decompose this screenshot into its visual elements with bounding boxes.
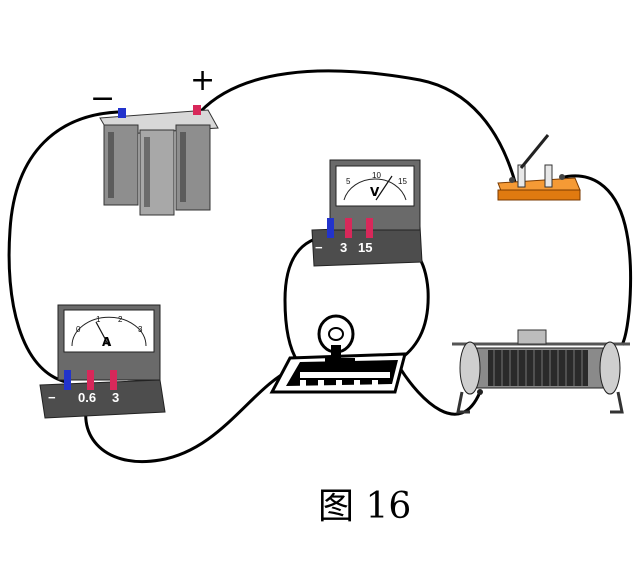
battery-minus-label: − xyxy=(90,81,115,116)
battery-plus-label: + xyxy=(190,63,215,98)
ammeter: 0 1 2 3 A − 0.6 3 xyxy=(39,304,166,419)
ammeter-terminal-minus: − xyxy=(48,390,56,405)
wire-switch-to-rheostat xyxy=(559,174,633,346)
voltmeter-tick-1: 10 xyxy=(372,171,381,180)
ammeter-tick-1: 1 xyxy=(96,315,101,324)
ammeter-terminal-3: 3 xyxy=(112,390,119,405)
ammeter-symbol: A xyxy=(102,335,112,349)
wire-rheostat-to-bulb xyxy=(398,367,482,416)
voltmeter-tick-0: 5 xyxy=(346,177,351,186)
ammeter-tick-0: 0 xyxy=(76,325,81,334)
voltmeter-symbol: V xyxy=(370,185,380,199)
wire-voltmeter-minus-to-bulb xyxy=(283,234,331,363)
ammeter-terminal-0-6: 0.6 xyxy=(78,390,96,405)
bulb-holder xyxy=(269,314,407,394)
battery: − + xyxy=(90,63,219,216)
voltmeter-terminal-3: 3 xyxy=(340,240,347,255)
ammeter-tick-2: 2 xyxy=(118,315,123,324)
wire-battery-minus-to-ammeter xyxy=(7,110,119,384)
ammeter-tick-3: 3 xyxy=(138,325,143,334)
voltmeter-terminal-minus: − xyxy=(315,240,323,255)
voltmeter: 5 10 15 V − 3 15 xyxy=(311,159,423,267)
figure-caption: 图 16 xyxy=(318,486,411,527)
voltmeter-terminal-15: 15 xyxy=(358,240,372,255)
voltmeter-tick-2: 15 xyxy=(398,177,407,186)
rheostat xyxy=(452,329,630,414)
wire-ammeter-to-bulb xyxy=(84,368,291,463)
switch xyxy=(497,134,581,201)
wire-battery-plus-to-switch xyxy=(198,69,517,183)
